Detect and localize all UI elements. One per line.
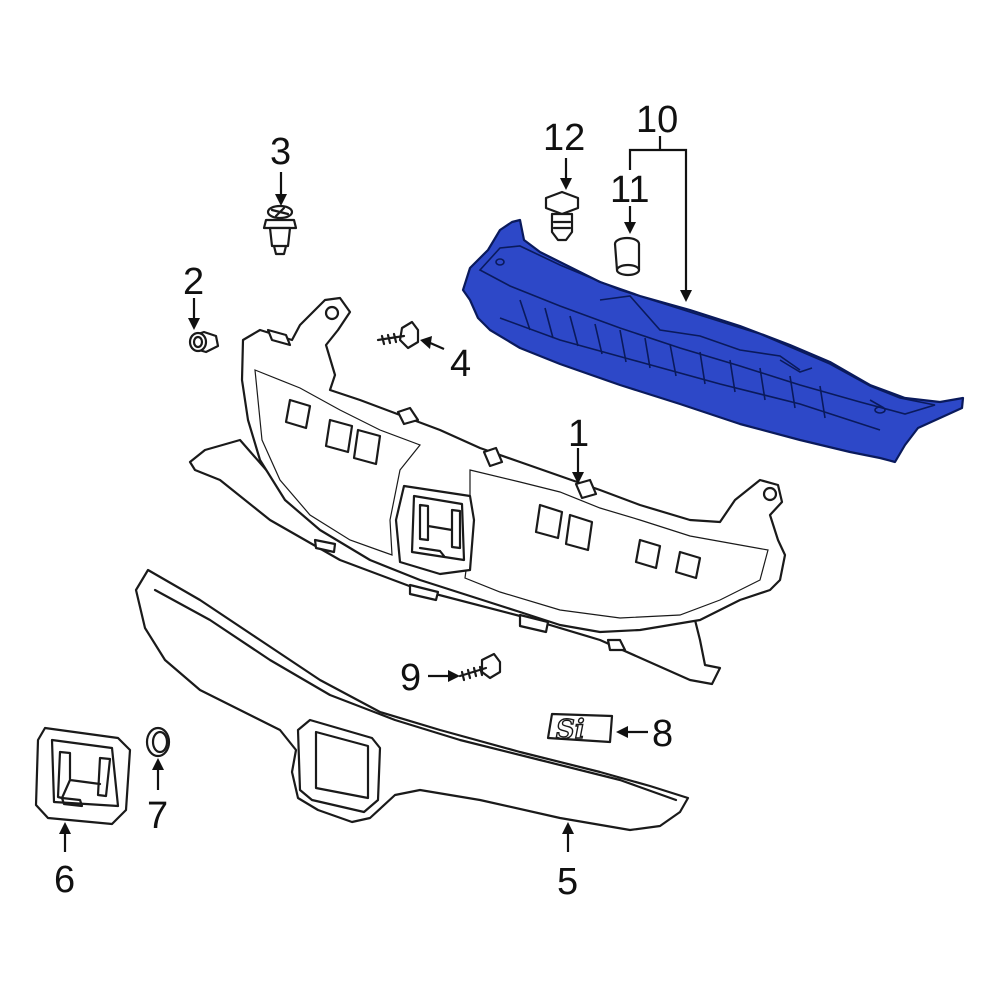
callout-12: 12 [543,117,585,159]
callout-5: 5 [557,861,578,903]
callout-6: 6 [54,859,75,901]
grille-assembly-part-1 [188,296,787,686]
callout-1: 1 [568,413,589,455]
cushion-part-11 [613,236,641,277]
callout-11: 11 [610,169,649,211]
grille-center-emblem-mount [394,484,476,576]
callout-9: 9 [400,657,421,699]
callout-8: 8 [652,713,673,755]
callout-10: 10 [636,99,678,141]
callout-4: 4 [450,343,471,385]
moulding-body [134,568,690,832]
moulding-part-5 [134,568,690,832]
si-badge-text: Si [556,715,585,745]
clip-part-12 [544,190,580,242]
leader-lines [59,136,692,852]
upper-cover-part-10 [461,218,965,464]
callout-7: 7 [147,795,168,837]
clip-part-3 [262,204,298,256]
grille-mesh-right [464,469,769,619]
emblem-part-6 [34,726,132,826]
callout-labels: 1 2 3 4 5 6 7 8 9 10 11 12 [54,99,678,903]
callout-3: 3 [270,131,291,173]
collar-part-2 [188,330,220,354]
si-badge-part-8: Si [546,712,614,746]
screw-part-9 [458,652,502,682]
moulding-inner-line [153,588,678,802]
grille-mesh-left [254,369,421,556]
grille-slots [284,398,702,580]
bolt-part-4 [376,320,420,350]
cap-part-7 [145,726,171,758]
grille-frame-outer [240,296,787,634]
callout-2: 2 [183,261,204,303]
upper-cover-ribs [495,258,886,431]
grille-mount-tabs [266,305,778,652]
upper-cover-top-face [478,245,936,415]
